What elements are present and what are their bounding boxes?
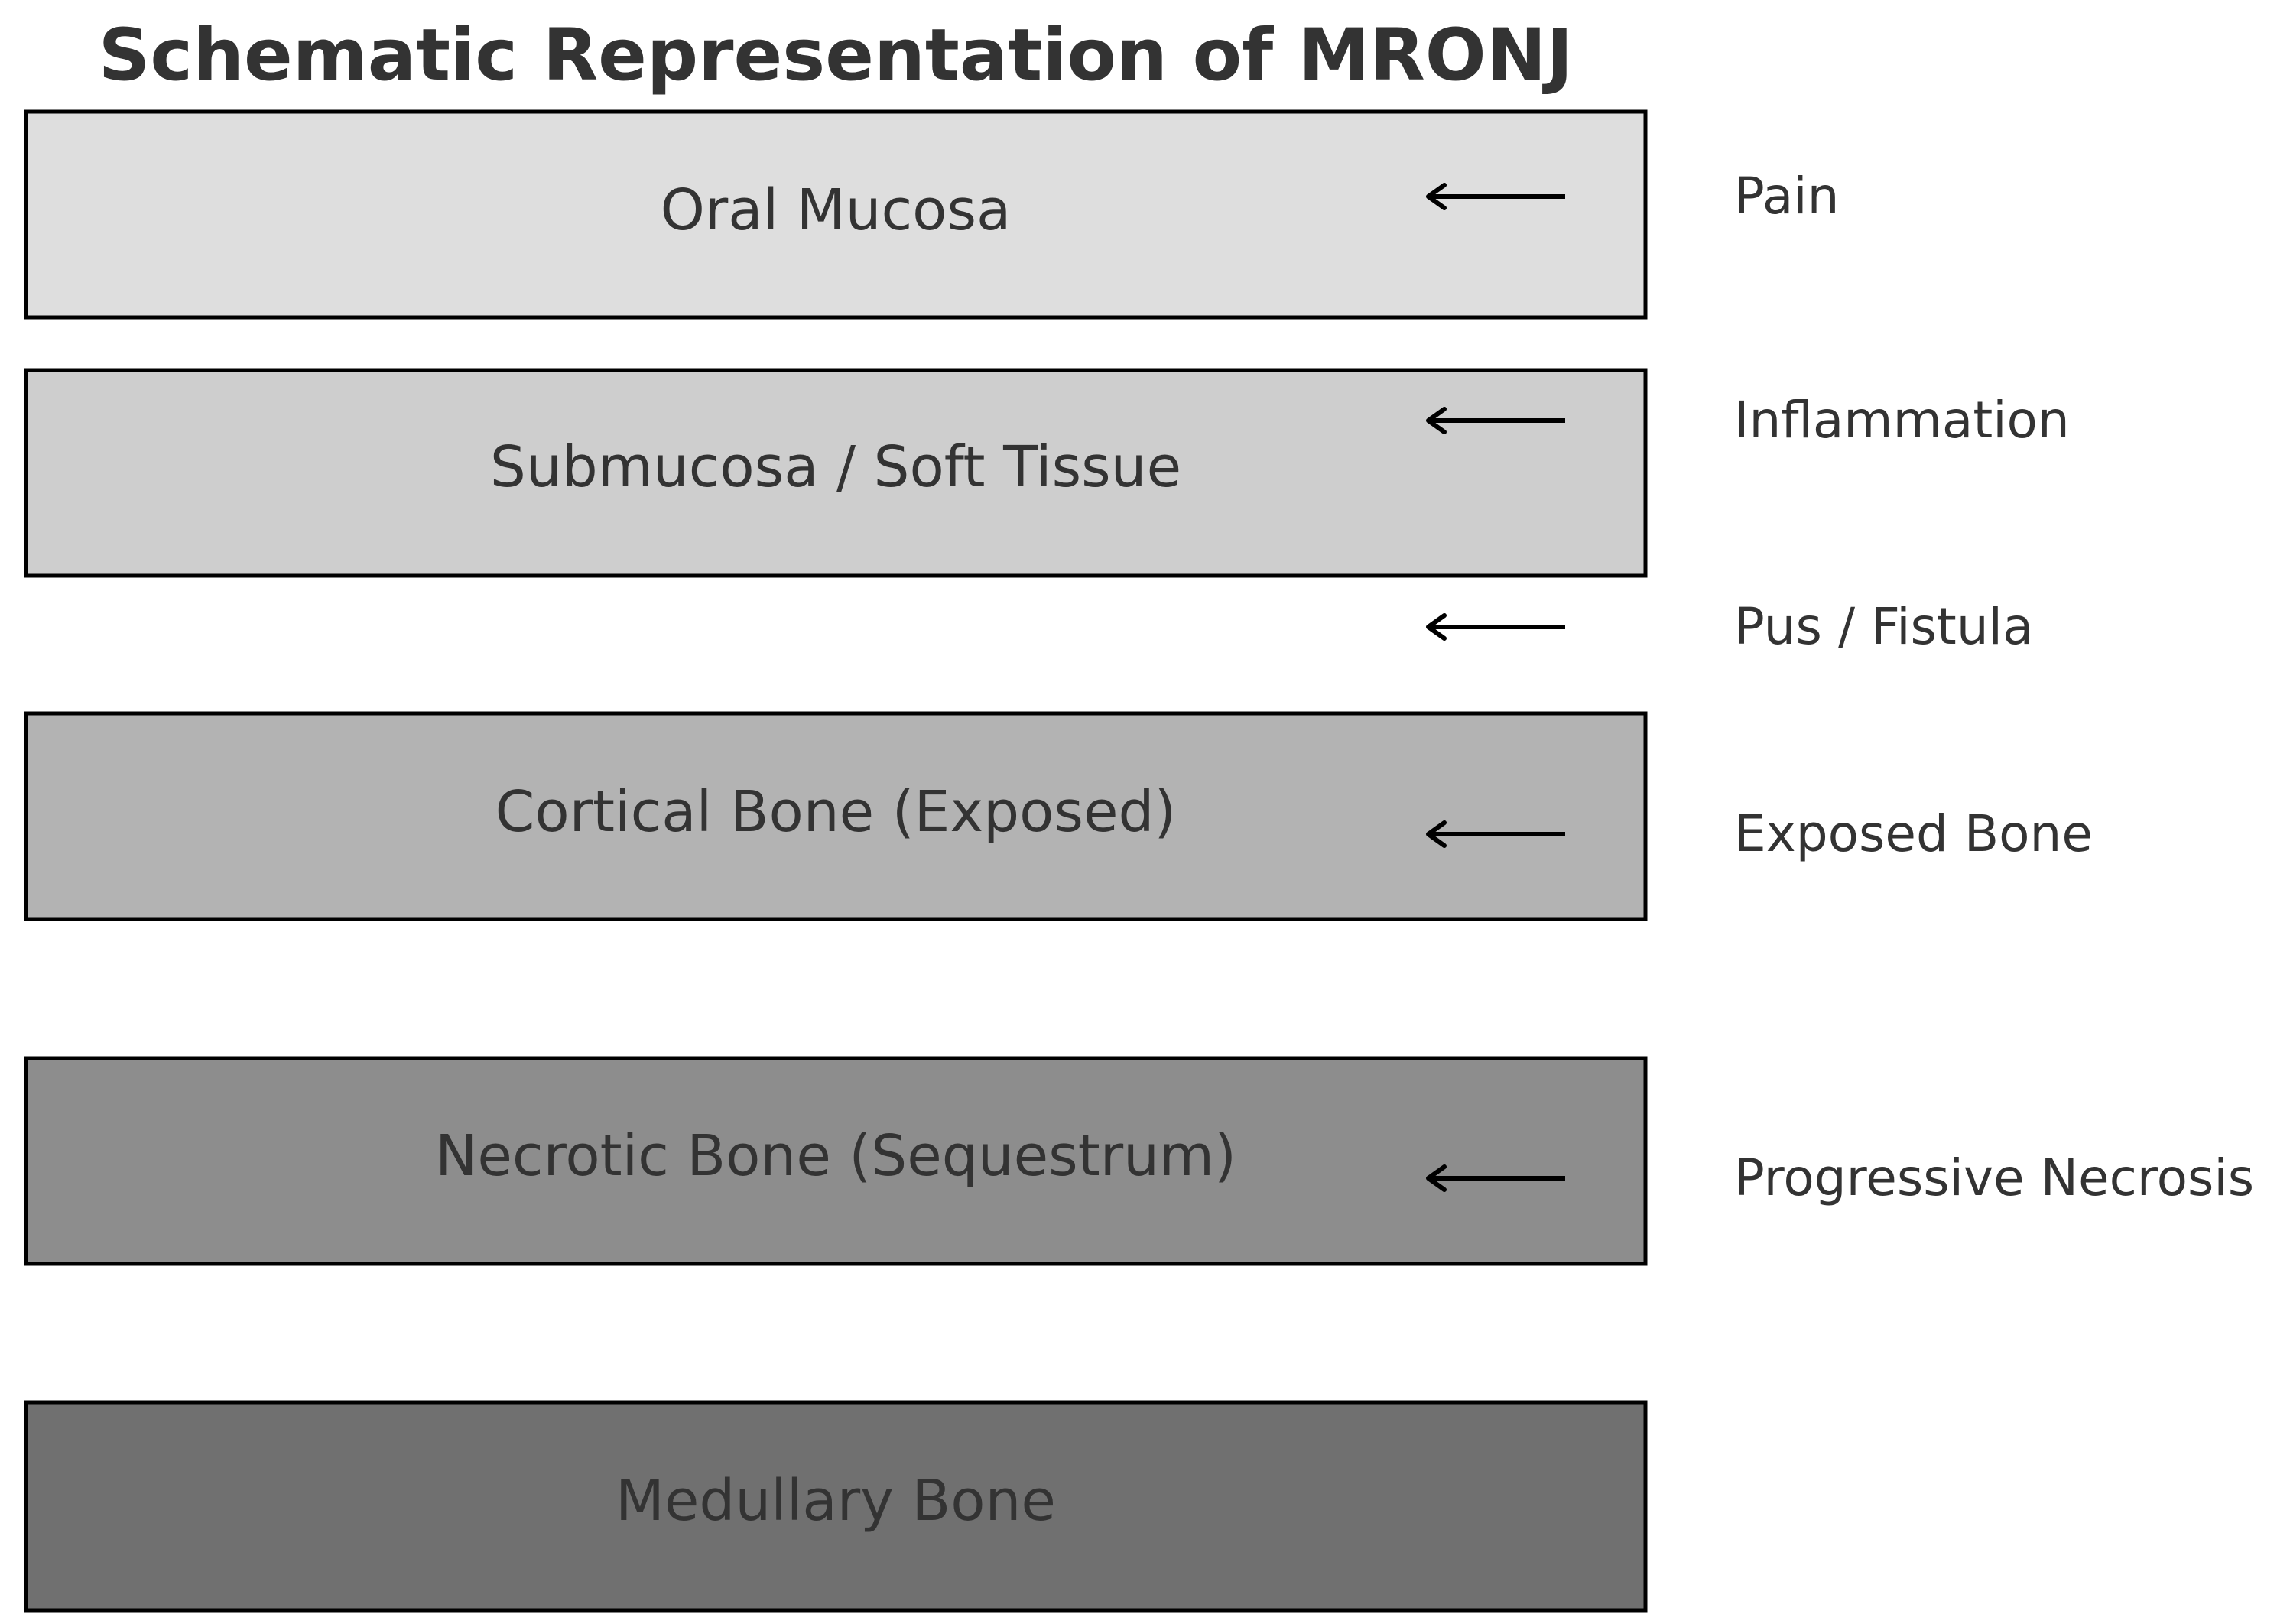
diagram-title: Schematic Representation of MRONJ (99, 14, 1574, 97)
symptom-inflammation-label: Inflammation (1734, 391, 2070, 450)
layer-medullary-bone-label: Medullary Bone (616, 1468, 1056, 1534)
arrow-left-icon (1426, 613, 1565, 641)
symptom-pus-fistula-label: Pus / Fistula (1734, 597, 2033, 656)
symptom-exposed-bone-label: Exposed Bone (1734, 804, 2093, 863)
symptom-pain-label: Pain (1734, 167, 1839, 226)
symptom-inflammation: Inflammation (1426, 391, 2070, 450)
symptom-pus-fistula: Pus / Fistula (1426, 597, 2033, 656)
layer-medullary-bone: Medullary Bone (24, 1400, 1648, 1613)
arrow-left-icon (1426, 183, 1565, 210)
arrow-left-icon (1426, 407, 1565, 434)
layer-submucosa-box (24, 368, 1648, 578)
layer-cortical-bone: Cortical Bone (Exposed) (24, 711, 1648, 921)
symptom-progressive-necrosis-label: Progressive Necrosis (1734, 1148, 2254, 1207)
arrow-left-icon (1426, 820, 1565, 848)
layer-necrotic-bone-box (24, 1056, 1648, 1266)
layer-oral-mucosa: Oral Mucosa (24, 109, 1648, 320)
layer-cortical-bone-label: Cortical Bone (Exposed) (495, 779, 1177, 845)
symptom-pain: Pain (1426, 167, 1839, 226)
layer-medullary-bone-box (24, 1400, 1648, 1613)
layer-oral-mucosa-box (24, 109, 1648, 320)
layer-necrotic-bone: Necrotic Bone (Sequestrum) (24, 1056, 1648, 1266)
symptom-exposed-bone: Exposed Bone (1426, 804, 2093, 863)
layer-submucosa: Submucosa / Soft Tissue (24, 368, 1648, 578)
layer-necrotic-bone-label: Necrotic Bone (Sequestrum) (435, 1123, 1236, 1189)
arrow-left-icon (1426, 1164, 1565, 1192)
layer-oral-mucosa-label: Oral Mucosa (661, 177, 1012, 243)
layer-submucosa-label: Submucosa / Soft Tissue (490, 434, 1181, 500)
symptom-progressive-necrosis: Progressive Necrosis (1426, 1148, 2254, 1207)
layer-cortical-bone-box (24, 711, 1648, 921)
